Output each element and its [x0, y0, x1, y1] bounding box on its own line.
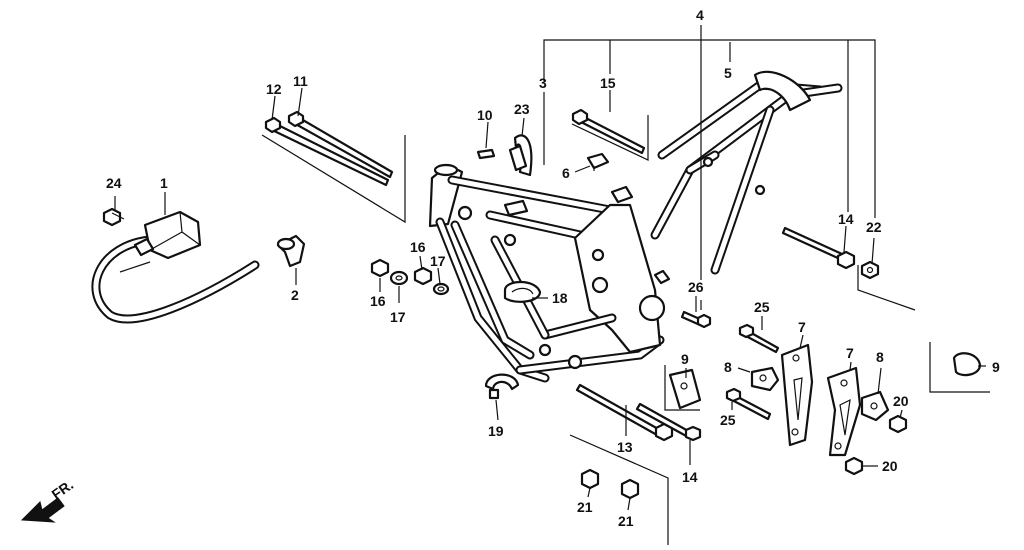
label-8-left: 8: [724, 359, 732, 375]
label-23: 23: [514, 101, 530, 117]
leader-lines: [114, 25, 986, 511]
clamp-8-right: [860, 390, 890, 422]
label-11: 11: [293, 73, 308, 89]
label-12: 12: [266, 81, 282, 97]
washer-17-left: [389, 270, 409, 286]
nut-21-left: [580, 468, 600, 490]
nut-20-upper: [888, 414, 908, 434]
nut-20-lower: [844, 456, 864, 476]
washer-17-right: [432, 282, 450, 296]
main-frame: [428, 163, 671, 383]
front-direction-arrow: FR.: [20, 476, 77, 523]
nut-16-left: [370, 258, 390, 278]
band: [508, 134, 533, 177]
ignition-coil: [91, 210, 260, 324]
label-9-right: 9: [992, 359, 1000, 375]
bolts-13-14-lower: [569, 383, 702, 545]
bolt-25-lower: [725, 387, 772, 421]
engine-hanger-right: [826, 366, 862, 457]
label-14-rear: 14: [838, 211, 854, 227]
label-14-lower: 14: [682, 469, 698, 485]
label-21-right: 21: [618, 513, 634, 529]
label-1: 1: [160, 175, 168, 191]
label-25-upper: 25: [754, 299, 770, 315]
clamp-8-left: [750, 366, 780, 392]
label-15: 15: [600, 75, 616, 91]
label-17-left: 17: [390, 309, 406, 325]
label-26: 26: [688, 279, 704, 295]
label-16-left: 16: [370, 293, 386, 309]
bolt-25-upper: [738, 323, 780, 354]
bracket-9-left: [664, 365, 702, 411]
label-7-left: 7: [798, 319, 806, 335]
long-bolts-11-12: [261, 110, 406, 224]
label-17-right: 17: [430, 253, 446, 269]
front-label: FR.: [49, 476, 77, 502]
nut-16-right: [413, 266, 433, 286]
label-8-right: 8: [876, 349, 884, 365]
label-3: 3: [539, 75, 547, 91]
rear-subframe: [650, 70, 843, 275]
bolt-15: [571, 108, 649, 161]
label-24: 24: [106, 175, 122, 191]
label-19: 19: [488, 423, 504, 439]
label-22: 22: [866, 219, 882, 235]
label-20-upper: 20: [893, 393, 909, 409]
spark-plug-cap: [276, 234, 306, 268]
label-6: 6: [562, 165, 570, 181]
bolt-26: [680, 310, 712, 329]
engine-hanger-left: [780, 343, 814, 447]
nut-22: [860, 260, 880, 280]
label-7-right: 7: [846, 345, 854, 361]
label-16-right: 16: [410, 239, 426, 255]
label-25-lower: 25: [720, 412, 736, 428]
label-13: 13: [617, 439, 633, 455]
label-9-left: 9: [681, 351, 689, 367]
bolt-14-rear: [781, 226, 916, 311]
label-5: 5: [724, 65, 732, 81]
label-10: 10: [477, 107, 493, 123]
cable-clamp: [503, 280, 542, 303]
wire-clip: [484, 373, 520, 400]
nut-21-right: [620, 478, 640, 500]
rubber-cap: [586, 152, 610, 171]
coil-bolt: [102, 207, 125, 227]
small-clip: [476, 148, 496, 160]
label-2: 2: [291, 287, 299, 303]
label-20-lower: 20: [882, 458, 898, 474]
rubber-9-right: [929, 342, 990, 393]
label-21-left: 21: [577, 499, 593, 515]
label-18: 18: [552, 290, 568, 306]
label-4: 4: [696, 7, 704, 23]
callout-labels: 1 24 2 12 11 10 23 3 15 4 5 6 14 22 16 1…: [106, 7, 1000, 529]
